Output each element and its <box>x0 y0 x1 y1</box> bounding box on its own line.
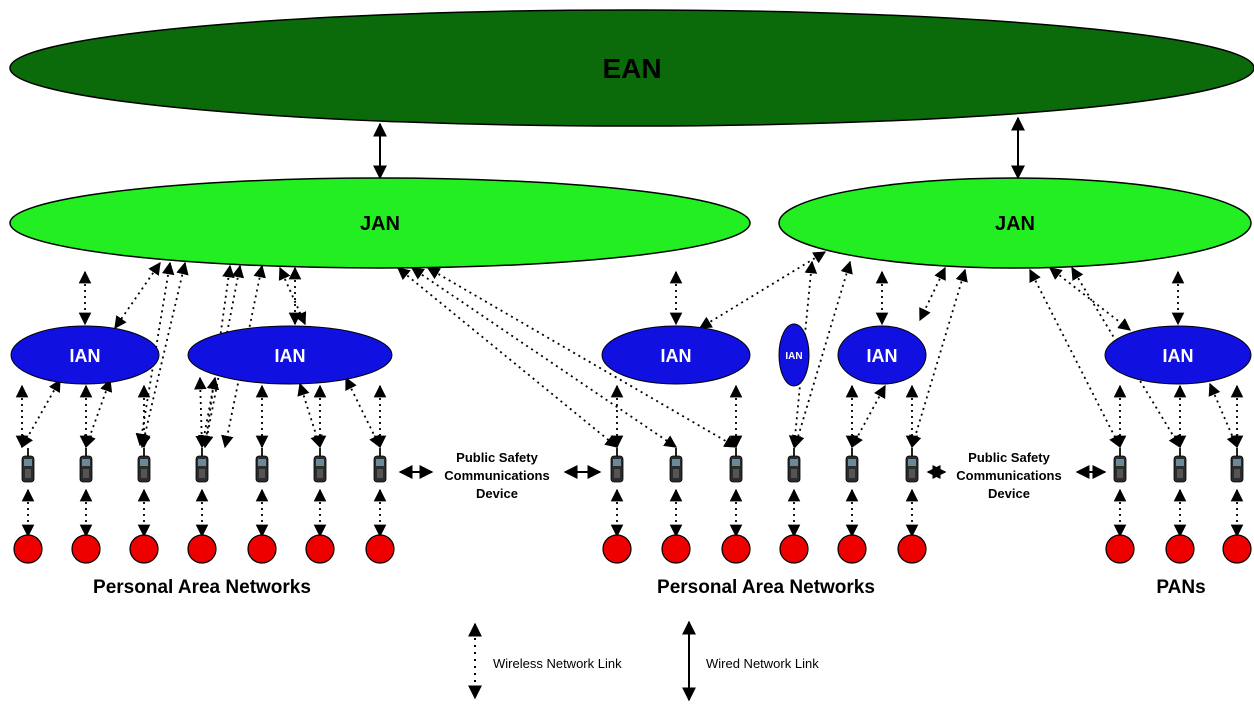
wireless-link <box>919 266 946 322</box>
radio-device-icon <box>905 448 919 483</box>
pan-circle <box>721 534 751 564</box>
ian-ellipse <box>837 325 927 385</box>
radio-device-icon <box>845 448 859 483</box>
group-label-right: PANs <box>1156 577 1205 598</box>
ian-label: IAN <box>867 346 898 366</box>
wireless-link <box>1208 382 1239 449</box>
pan-circle <box>837 534 867 564</box>
pan-circle <box>661 534 691 564</box>
wireless-link <box>909 268 968 449</box>
wireless-link <box>397 267 618 448</box>
jan-left-ellipse <box>9 177 751 269</box>
wireless-link <box>21 378 61 449</box>
pan-circle <box>365 534 395 564</box>
ian-node-2: IAN <box>187 325 393 385</box>
pan-circle <box>187 534 217 564</box>
device-callout-line: Communications <box>444 468 549 483</box>
jan-right-ellipse <box>778 177 1252 269</box>
wireless-link <box>114 261 161 330</box>
ian-ellipse <box>10 325 160 385</box>
radio-device-icon <box>195 448 209 483</box>
wireless-link <box>1049 267 1131 331</box>
ian-node-4-small: IAN <box>778 323 810 387</box>
device-callout-line: Device <box>476 486 518 501</box>
jan-right-node: JAN <box>778 177 1252 269</box>
radio-device-icon <box>79 448 93 483</box>
wireless-link <box>851 384 886 449</box>
radio-device-icon <box>21 448 35 483</box>
pan-circle <box>897 534 927 564</box>
wireless-link <box>278 266 307 326</box>
radio-device-icon <box>1113 448 1127 483</box>
ian-ellipse <box>1104 325 1252 385</box>
ian-ellipse <box>187 325 393 385</box>
ean-node: EAN <box>9 9 1254 127</box>
wireless-link <box>345 376 381 449</box>
network-links <box>15 116 1244 538</box>
device-row <box>21 448 1244 483</box>
radio-device-icon <box>373 448 387 483</box>
radio-device-icon <box>137 448 151 483</box>
radio-device-icon <box>255 448 269 483</box>
device-callout-line: Device <box>988 486 1030 501</box>
ian-node-5: IAN <box>837 325 927 385</box>
wireless-link <box>792 260 853 449</box>
wireless-link <box>197 376 220 449</box>
wireless-link <box>297 382 323 449</box>
wireless-link <box>1071 266 1181 449</box>
pan-circle <box>129 534 159 564</box>
group-label-left: Personal Area Networks <box>93 577 311 598</box>
radio-device-icon <box>610 448 624 483</box>
pan-circle <box>247 534 277 564</box>
ian-label: IAN <box>1163 346 1194 366</box>
pan-circle <box>779 534 809 564</box>
radio-device-icon <box>1230 448 1244 483</box>
jan-left-node: JAN <box>9 177 751 269</box>
pan-circle <box>71 534 101 564</box>
wireless-link <box>194 376 208 449</box>
ian-ellipse <box>778 323 810 387</box>
radio-device-icon <box>729 448 743 483</box>
pan-circle <box>1222 534 1252 564</box>
ian-node-6: IAN <box>1104 325 1252 385</box>
pan-row <box>13 534 1252 564</box>
pan-circle <box>602 534 632 564</box>
ean-label: EAN <box>602 53 661 84</box>
jan-right-label: JAN <box>995 213 1035 235</box>
ian-label: IAN <box>275 346 306 366</box>
device-callout-line: Public Safety <box>456 450 538 465</box>
ian-label: IAN <box>785 351 802 362</box>
device-callout-left: Public Safety Communications Device <box>444 450 549 501</box>
pan-circle <box>1105 534 1135 564</box>
legend-wireless-label: Wireless Network Link <box>493 656 622 671</box>
pan-circle <box>1165 534 1195 564</box>
device-callout-line: Communications <box>956 468 1061 483</box>
ian-node-1: IAN <box>10 325 160 385</box>
ian-label: IAN <box>70 346 101 366</box>
ian-node-3: IAN <box>601 325 751 385</box>
device-callout-line: Public Safety <box>968 450 1050 465</box>
wireless-link <box>221 264 266 449</box>
wireless-link <box>83 378 113 449</box>
legend: Wireless Network Link Wired Network Link <box>468 620 819 702</box>
radio-device-icon <box>313 448 327 483</box>
legend-wired-label: Wired Network Link <box>706 656 819 671</box>
radio-device-icon <box>669 448 683 483</box>
ian-ellipse <box>601 325 751 385</box>
device-callout-right: Public Safety Communications Device <box>956 450 1061 501</box>
pan-circle <box>13 534 43 564</box>
jan-left-label: JAN <box>360 213 400 235</box>
radio-device-icon <box>1173 448 1187 483</box>
ian-label: IAN <box>661 346 692 366</box>
group-label-middle: Personal Area Networks <box>657 577 875 598</box>
pan-circle <box>305 534 335 564</box>
radio-device-icon <box>787 448 801 483</box>
ean-ellipse <box>9 9 1254 127</box>
